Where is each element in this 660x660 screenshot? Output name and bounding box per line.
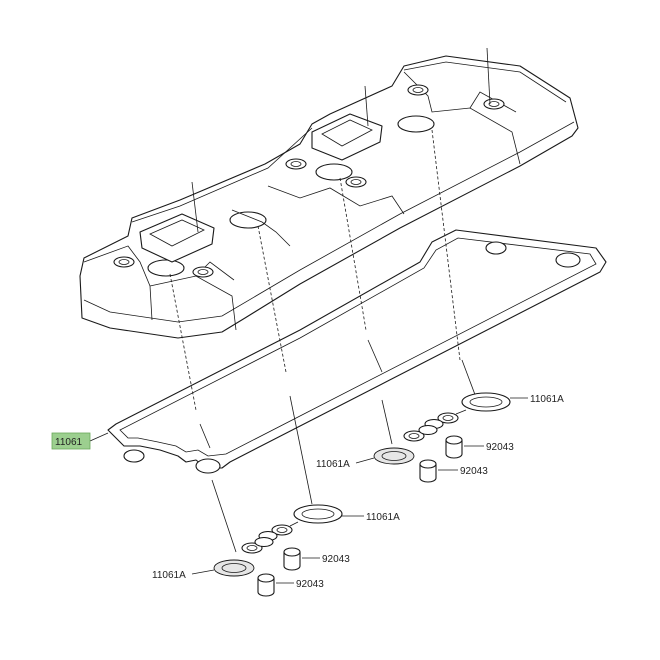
callout-label-11061a-4[interactable]: 11061A (152, 570, 186, 581)
callout-label-92043-1[interactable]: 92043 (486, 442, 514, 453)
callout-label-92043-2[interactable]: 92043 (460, 466, 488, 477)
callout-label-11061: 11061 (55, 437, 83, 448)
callout-11061[interactable]: 11061 (51, 432, 91, 450)
callout-label-92043-3[interactable]: 92043 (322, 554, 350, 565)
collar-right-lower (419, 459, 437, 483)
left-lower-plug-gasket (213, 536, 274, 577)
callout-leaders (89, 397, 528, 584)
collar-right-upper (445, 435, 463, 459)
collar-left-lower (257, 573, 275, 597)
callout-label-11061a-3[interactable]: 11061A (366, 512, 400, 523)
head-cover-gasket (107, 229, 607, 474)
cylinder-head-cover (79, 55, 579, 339)
alignment-lines (169, 47, 491, 553)
callout-label-92043-4[interactable]: 92043 (296, 579, 324, 590)
collar-left-upper (283, 547, 301, 571)
callout-label-11061a-1[interactable]: 11061A (530, 394, 564, 405)
right-upper-plug-gasket (424, 392, 511, 430)
right-lower-plug-gasket (373, 424, 438, 465)
left-upper-plug-gasket (258, 504, 343, 542)
callout-label-11061a-2[interactable]: 11061A (316, 459, 350, 470)
